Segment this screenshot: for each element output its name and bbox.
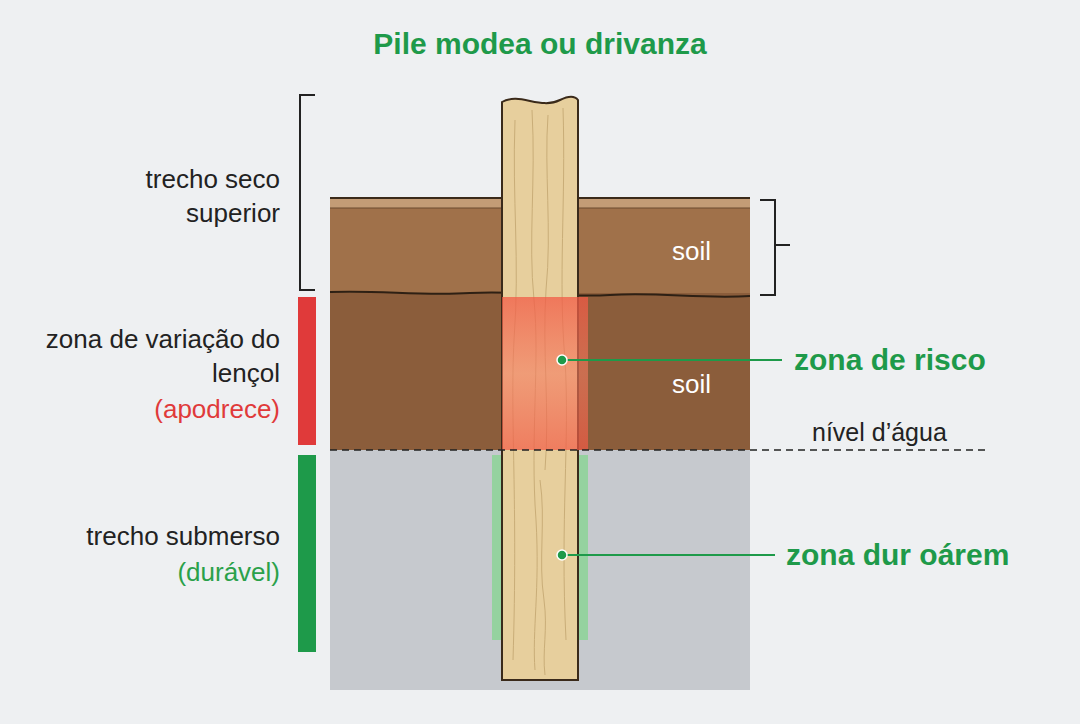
grain-line bbox=[545, 115, 548, 470]
zone-status: (apodrece) bbox=[80, 393, 280, 427]
soil-label: soil bbox=[672, 236, 711, 267]
topsoil-line bbox=[330, 208, 750, 209]
risk-bar bbox=[298, 297, 316, 445]
grain-line bbox=[532, 110, 537, 670]
wood-pile bbox=[502, 97, 578, 680]
soil-bracket bbox=[760, 200, 790, 295]
durable-bar bbox=[298, 455, 316, 652]
soil-band: soil bbox=[330, 208, 750, 293]
zone-label: zona de variação do lençol bbox=[30, 323, 280, 391]
soil-boundary bbox=[330, 292, 750, 297]
water-zone bbox=[330, 450, 750, 690]
leader-dot bbox=[557, 355, 567, 365]
wood-grain bbox=[513, 108, 567, 675]
durable-highlight bbox=[492, 455, 588, 640]
leader-line bbox=[562, 554, 775, 556]
water-level-line bbox=[330, 449, 990, 451]
callout-label: zona de risco bbox=[794, 340, 1074, 379]
dry-bracket bbox=[300, 95, 315, 290]
zone-label: trecho submerso bbox=[20, 520, 280, 554]
soil-band: soil bbox=[330, 293, 750, 450]
grain-line bbox=[513, 120, 516, 660]
soil-label: soil bbox=[672, 369, 711, 400]
water-level-label: nível d’água bbox=[812, 416, 1012, 449]
leader-dot bbox=[557, 550, 567, 560]
zone-status: (durável) bbox=[80, 556, 280, 590]
callout-label: zona dur oárem bbox=[786, 535, 1076, 574]
zone-label: trecho seco superior bbox=[100, 163, 280, 231]
risk-highlight bbox=[502, 297, 588, 450]
grain-line bbox=[562, 108, 566, 640]
ground-surface bbox=[330, 197, 750, 199]
diagram-title: Pile modea ou drivanza bbox=[0, 27, 1080, 61]
grain-line bbox=[540, 480, 545, 675]
leader-line bbox=[562, 359, 782, 361]
topsoil-strip bbox=[330, 198, 750, 208]
